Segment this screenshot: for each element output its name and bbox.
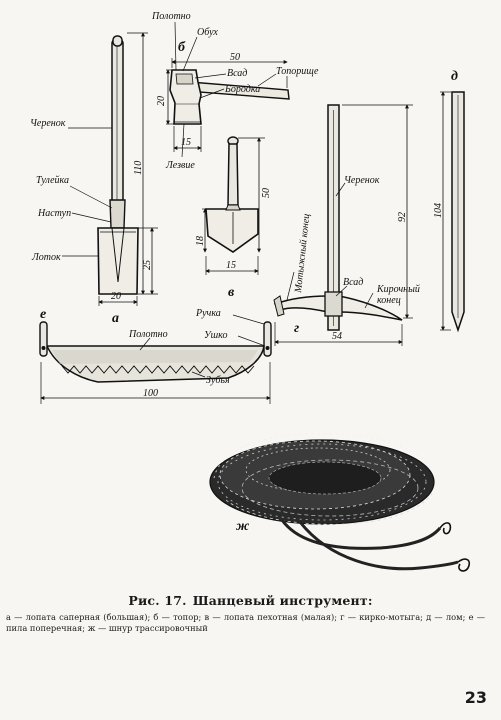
dim-infantry-length: 50 xyxy=(261,188,272,198)
label-pick-eye: Всад xyxy=(343,277,363,288)
crosscut-saw xyxy=(39,321,272,383)
dim-pick-length: 92 xyxy=(397,212,408,222)
caption-text: а — лопата саперная (большая); б — топор… xyxy=(6,612,485,633)
crosscut-saw-dimensions xyxy=(40,362,271,404)
label-axe-blade-top: Полотно xyxy=(151,11,191,22)
dim-shovel-height: 110 xyxy=(133,161,144,175)
crowbar xyxy=(451,91,465,333)
dim-pick-head-width: 54 xyxy=(332,331,342,342)
axe-leaders xyxy=(174,21,277,158)
label-saw-blade: Полотно xyxy=(128,329,168,340)
label-pick-end-1: Кирочный xyxy=(376,284,420,295)
dim-infantry-width: 15 xyxy=(226,260,236,271)
pick-mattock xyxy=(273,104,403,331)
crosscut-saw-leaders xyxy=(139,314,266,378)
caption-figure-number: Рис. 17. xyxy=(128,593,187,608)
figure-letter-d: д xyxy=(451,69,458,84)
page-number: 23 xyxy=(464,688,487,707)
label-handle: Черенок xyxy=(30,118,66,129)
caption-title-line: Рис. 17. Шанцевый инструмент: xyxy=(0,593,501,608)
caption-title: Шанцевый инструмент: xyxy=(192,593,373,608)
dim-shovel-width: 20 xyxy=(111,291,121,302)
dim-axe-length: 50 xyxy=(230,52,240,63)
figure-letter-zh: ж xyxy=(236,519,250,534)
dim-saw-length: 100 xyxy=(143,388,158,399)
tracing-cord-tails xyxy=(280,519,459,571)
label-axe-eye: Всад xyxy=(227,68,247,79)
label-axe-beard: Бородка xyxy=(224,84,260,95)
sapper-shovel-large xyxy=(97,35,139,295)
infantry-shovel-small xyxy=(205,136,259,253)
label-socket: Тулейка xyxy=(36,175,69,186)
infantry-shovel-dimensions xyxy=(202,137,265,275)
pick-mattock-dimensions xyxy=(274,104,413,346)
sapper-shovel-dimensions xyxy=(98,32,158,306)
tracing-cord-hooks xyxy=(439,522,471,572)
dim-infantry-blade-height: 18 xyxy=(195,236,206,246)
tracing-cord-coil xyxy=(209,433,435,525)
dim-shovel-blade-height: 25 xyxy=(142,260,153,270)
sapper-shovel-leaders xyxy=(62,127,113,257)
label-axe-butt: Обух xyxy=(197,27,218,38)
axe-dimensions xyxy=(166,58,288,152)
label-pick-handle: Черенок xyxy=(344,175,380,186)
label-saw-eyelet: Ушко xyxy=(204,330,227,341)
dim-axe-edge: 15 xyxy=(181,137,191,148)
figure-caption: Рис. 17. Шанцевый инструмент: а — лопата … xyxy=(0,593,501,634)
axe xyxy=(169,69,290,125)
figure-letter-b: б xyxy=(178,40,186,55)
dim-axe-height: 20 xyxy=(156,96,167,106)
figure-letter-a: а xyxy=(112,311,119,326)
label-pick-end-2: конец xyxy=(377,295,401,306)
label-pick-hoe-end: Мотыжный конец xyxy=(293,213,312,294)
figure-letter-v: в xyxy=(228,285,235,300)
crowbar-dimensions xyxy=(440,91,451,331)
figure-letter-e: е xyxy=(40,307,46,322)
pick-mattock-leaders xyxy=(286,182,374,309)
label-saw-handle: Ручка xyxy=(195,308,221,319)
label-axe-handle: Топорище xyxy=(276,66,319,77)
label-blade: Лоток xyxy=(31,252,61,263)
tools-figure: Черенок Тулейка Наступ Лоток 110 25 20 а… xyxy=(30,11,471,572)
figure-letter-g: г xyxy=(294,321,299,336)
label-axe-edge: Лезвие xyxy=(165,160,195,171)
label-saw-teeth: Зубья xyxy=(206,375,230,386)
label-step: Наступ xyxy=(37,208,71,219)
dim-crowbar-length: 104 xyxy=(433,203,444,218)
